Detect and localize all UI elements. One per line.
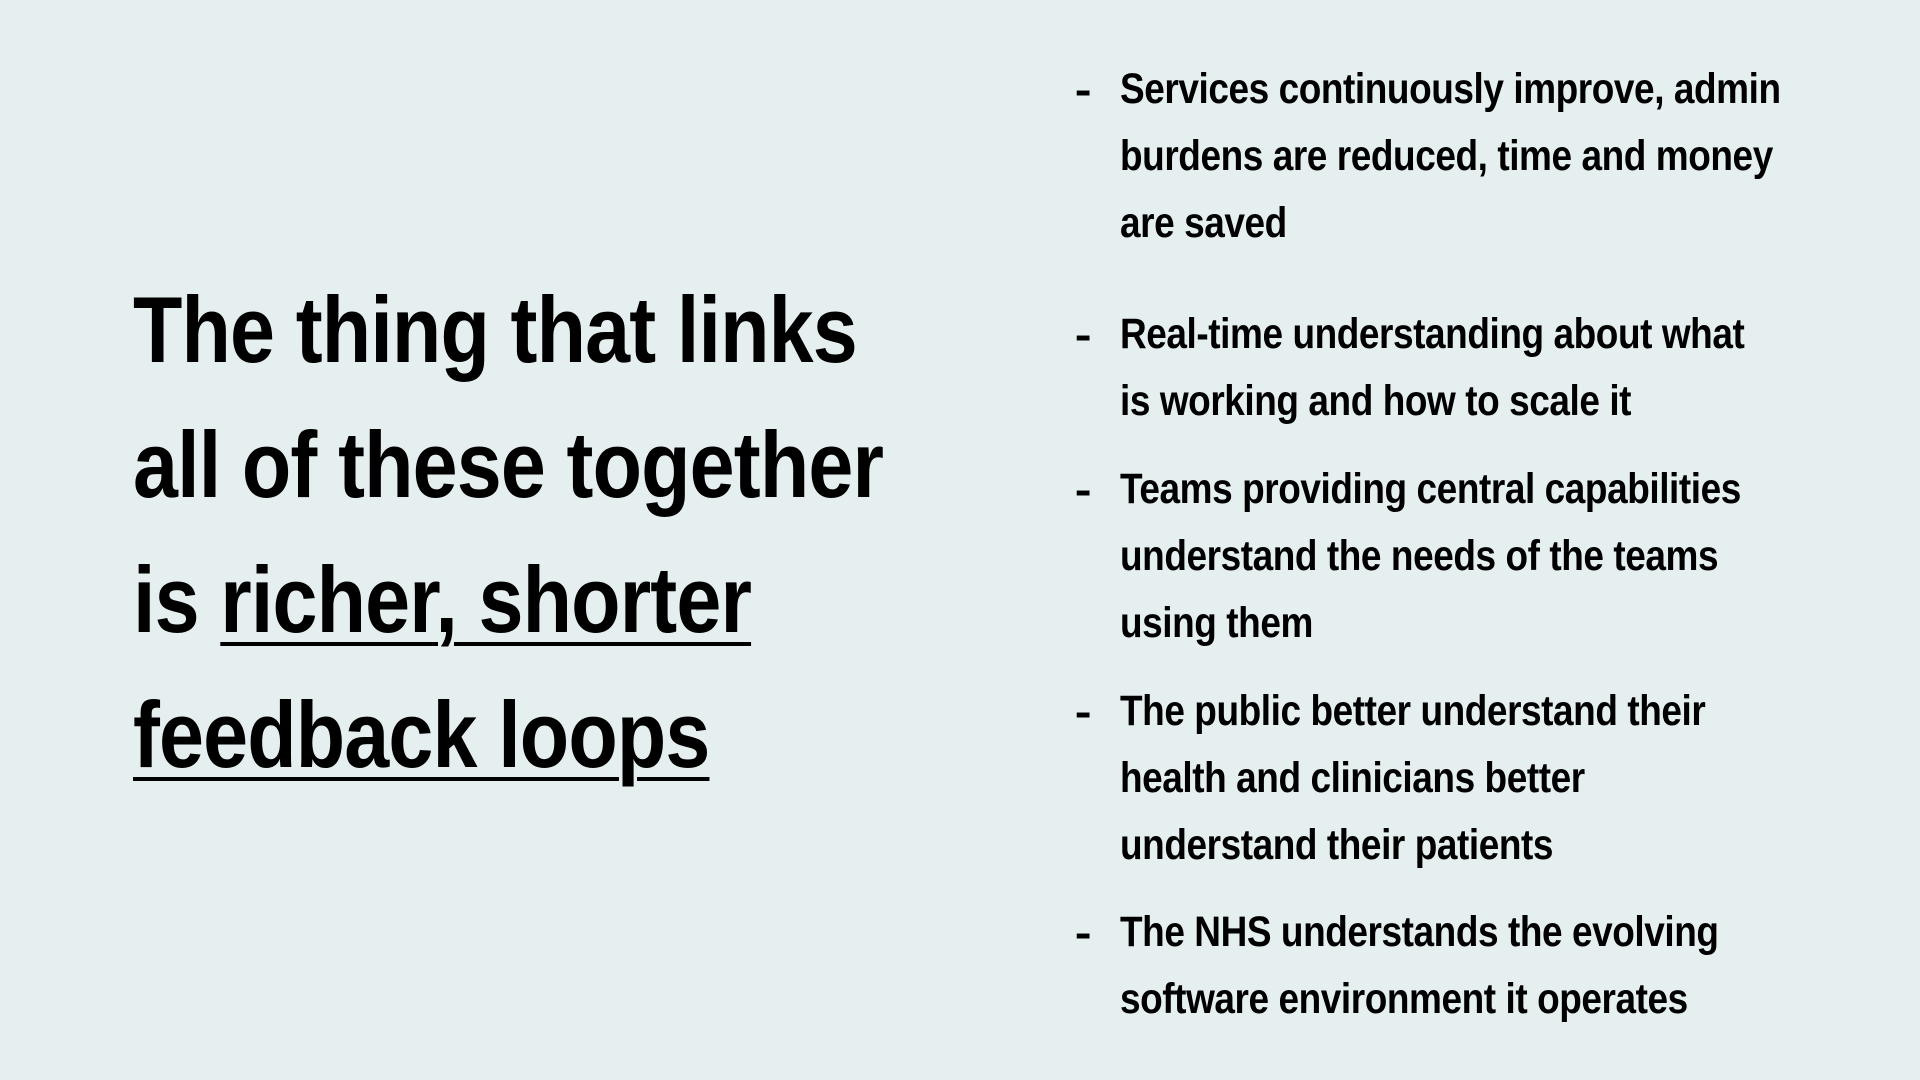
heading-line-2: all of these together xyxy=(133,412,884,517)
bullet-text: The public better understand their healt… xyxy=(1120,678,1877,879)
bullet-text-line: Teams providing central capabilities xyxy=(1120,465,1741,513)
bullet-text-line: Services continuously improve, admin xyxy=(1120,65,1781,113)
bullet-text-line: Real-time understanding about what xyxy=(1120,310,1745,358)
bullet-item: - The public better understand their hea… xyxy=(1070,678,1920,879)
heading-line-3-plain: is xyxy=(133,547,221,652)
bullet-text-line: understand their patients xyxy=(1120,821,1554,869)
heading-emphasis-underlined-2: feedback loops xyxy=(133,682,710,787)
bullet-text-line: understand the needs of the teams xyxy=(1120,532,1719,580)
heading-line-1: The thing that links xyxy=(133,277,858,382)
bullet-text-line: are saved xyxy=(1120,199,1287,247)
bullet-text-line: using them xyxy=(1120,599,1313,647)
heading-emphasis-underlined: richer, shorter xyxy=(220,547,752,652)
bullet-text-line: The NHS understands the evolving xyxy=(1120,908,1719,956)
bullet-text-line: burdens are reduced, time and money xyxy=(1120,132,1773,180)
dash-bullet-icon: - xyxy=(1074,66,1092,113)
slide-heading: The thing that links all of these togeth… xyxy=(133,262,907,802)
dash-bullet-icon: - xyxy=(1074,311,1092,358)
bullet-text-line: is working and how to scale it xyxy=(1120,377,1632,425)
bullet-item: - Services continuously improve, admin b… xyxy=(1070,56,1920,257)
bullet-text: The NHS understands the evolving softwar… xyxy=(1120,899,1877,1033)
dash-bullet-icon: - xyxy=(1074,688,1092,735)
bullet-text: Services continuously improve, admin bur… xyxy=(1120,56,1877,257)
bullet-text: Teams providing central capabilities und… xyxy=(1120,456,1877,657)
heading-line-3: is richer, shorter xyxy=(133,532,907,667)
dash-bullet-icon: - xyxy=(1074,909,1092,956)
bullet-text-line: The public better understand their xyxy=(1120,687,1706,735)
dash-bullet-icon: - xyxy=(1074,466,1092,513)
bullet-item: - The NHS understands the evolving softw… xyxy=(1070,899,1920,1033)
bullet-item: - Teams providing central capabilities u… xyxy=(1070,456,1920,657)
bullet-text-line: health and clinicians better xyxy=(1120,754,1585,802)
heading-line-4: feedback loops xyxy=(133,667,907,802)
bullet-text-line: software environment it operates xyxy=(1120,975,1688,1023)
bullet-item: - Real-time understanding about what is … xyxy=(1070,301,1920,435)
bullet-text: Real-time understanding about what is wo… xyxy=(1120,301,1877,435)
